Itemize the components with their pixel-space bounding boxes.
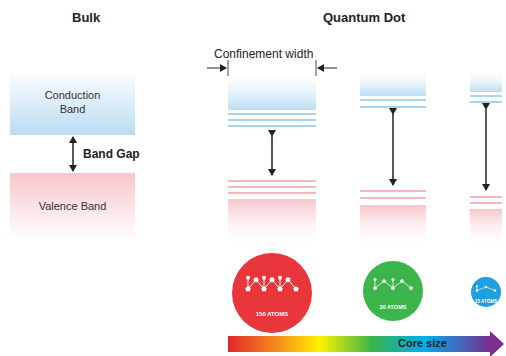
axis-label: Core size <box>398 337 447 349</box>
bond-line <box>486 287 495 290</box>
atom-dot <box>374 278 377 281</box>
atom-dot <box>278 276 282 280</box>
atom-dot <box>476 289 478 291</box>
atom-dot <box>476 285 478 287</box>
molecule-icon <box>373 278 413 290</box>
atom-dot <box>409 286 413 290</box>
molecule-icon <box>246 276 299 292</box>
atom-dot <box>254 277 259 282</box>
atom-dot <box>270 277 275 282</box>
atom-dot <box>262 287 267 292</box>
band-label: Conduction Band <box>37 89 109 115</box>
atom-dot <box>400 279 404 283</box>
atom-dot <box>485 286 487 288</box>
dimension-label: Confinement width <box>214 47 313 61</box>
atom-dot <box>262 276 266 280</box>
circle-fill <box>232 253 312 333</box>
column-heading: Quantum Dot <box>323 10 405 25</box>
atom-dot <box>494 289 496 291</box>
atom-dot <box>278 287 283 292</box>
atom-dot <box>391 286 395 290</box>
circle-outline <box>232 253 312 333</box>
atom-count: 15 ATOMS <box>471 299 501 304</box>
atom-dot <box>246 287 251 292</box>
circle-outline <box>363 261 423 321</box>
column-heading: Bulk <box>72 10 100 25</box>
atom-dot <box>246 276 250 280</box>
conduction-band: Conduction Band <box>10 70 135 135</box>
valence-band: Valence Band <box>10 173 135 240</box>
bond-line <box>477 287 486 290</box>
circle-fill <box>471 277 501 307</box>
atom-dot <box>294 287 299 292</box>
atom-dot <box>382 279 386 283</box>
atom-dot <box>392 278 395 281</box>
band-label: Valence Band <box>37 200 109 213</box>
band-gap-arrow <box>72 137 74 171</box>
atom-count: 150 ATOMS <box>232 311 312 317</box>
atom-circle: 150 ATOMS <box>232 253 312 333</box>
atom-count: 30 ATOMS <box>363 304 423 310</box>
atom-dot <box>286 277 291 282</box>
atom-circle: 15 ATOMS <box>471 277 501 307</box>
edge-label: Band Gap <box>83 147 140 161</box>
atom-circle: 30 ATOMS <box>363 261 423 321</box>
molecule-icon <box>476 285 496 291</box>
atom-dot <box>373 286 377 290</box>
circle-fill <box>363 261 423 321</box>
